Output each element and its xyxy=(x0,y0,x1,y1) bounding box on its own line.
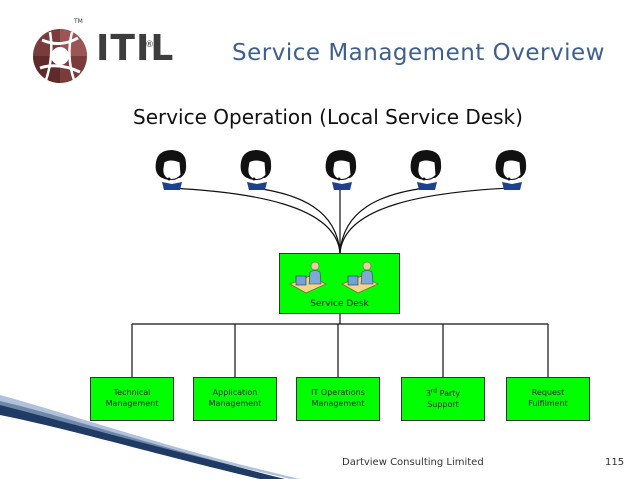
logo-registered: ® xyxy=(145,40,154,50)
connector-user-4 xyxy=(339,187,426,254)
user-headset-icon xyxy=(240,150,272,190)
team-label-line2: Management xyxy=(208,399,262,408)
slide-title: Service Management Overview xyxy=(232,40,605,66)
team-label-line2: Management xyxy=(311,399,365,408)
user-headset-icon xyxy=(325,150,357,190)
team-label-line1: Request xyxy=(531,388,565,398)
team-label-line1: IT Operations xyxy=(311,388,365,398)
logo-text: ITIL xyxy=(96,28,175,69)
team-label-line2: Fulfilment xyxy=(528,399,568,408)
user-headset-icon xyxy=(410,150,442,190)
team-label-line1: Application xyxy=(212,388,258,398)
itil-logo-swirl-icon xyxy=(33,29,87,83)
footer-company: Dartview Consulting Limited xyxy=(342,457,484,468)
team-label-line1: 3rd Party xyxy=(425,387,461,399)
connector-user-2 xyxy=(254,187,341,254)
service-desk-label: Service Desk xyxy=(310,299,369,309)
agent-desk-icon xyxy=(289,261,327,294)
connector-user-1 xyxy=(169,187,341,254)
page-number: 115 xyxy=(605,457,625,468)
itil-logo xyxy=(26,18,166,88)
team-label-line2: Support xyxy=(427,399,459,409)
decorative-swoosh xyxy=(0,395,300,479)
agent-desk-icon xyxy=(341,261,379,294)
user-headset-icon xyxy=(495,150,527,190)
logo-trademark: TM xyxy=(74,18,83,25)
team-label-line1: Technical xyxy=(113,388,151,398)
connector-user-5 xyxy=(339,187,511,254)
user-headset-icon xyxy=(155,150,187,190)
team-label-line2: Management xyxy=(105,399,159,408)
diagram-subtitle: Service Operation (Local Service Desk) xyxy=(133,105,523,129)
service-desk-box xyxy=(279,253,400,314)
